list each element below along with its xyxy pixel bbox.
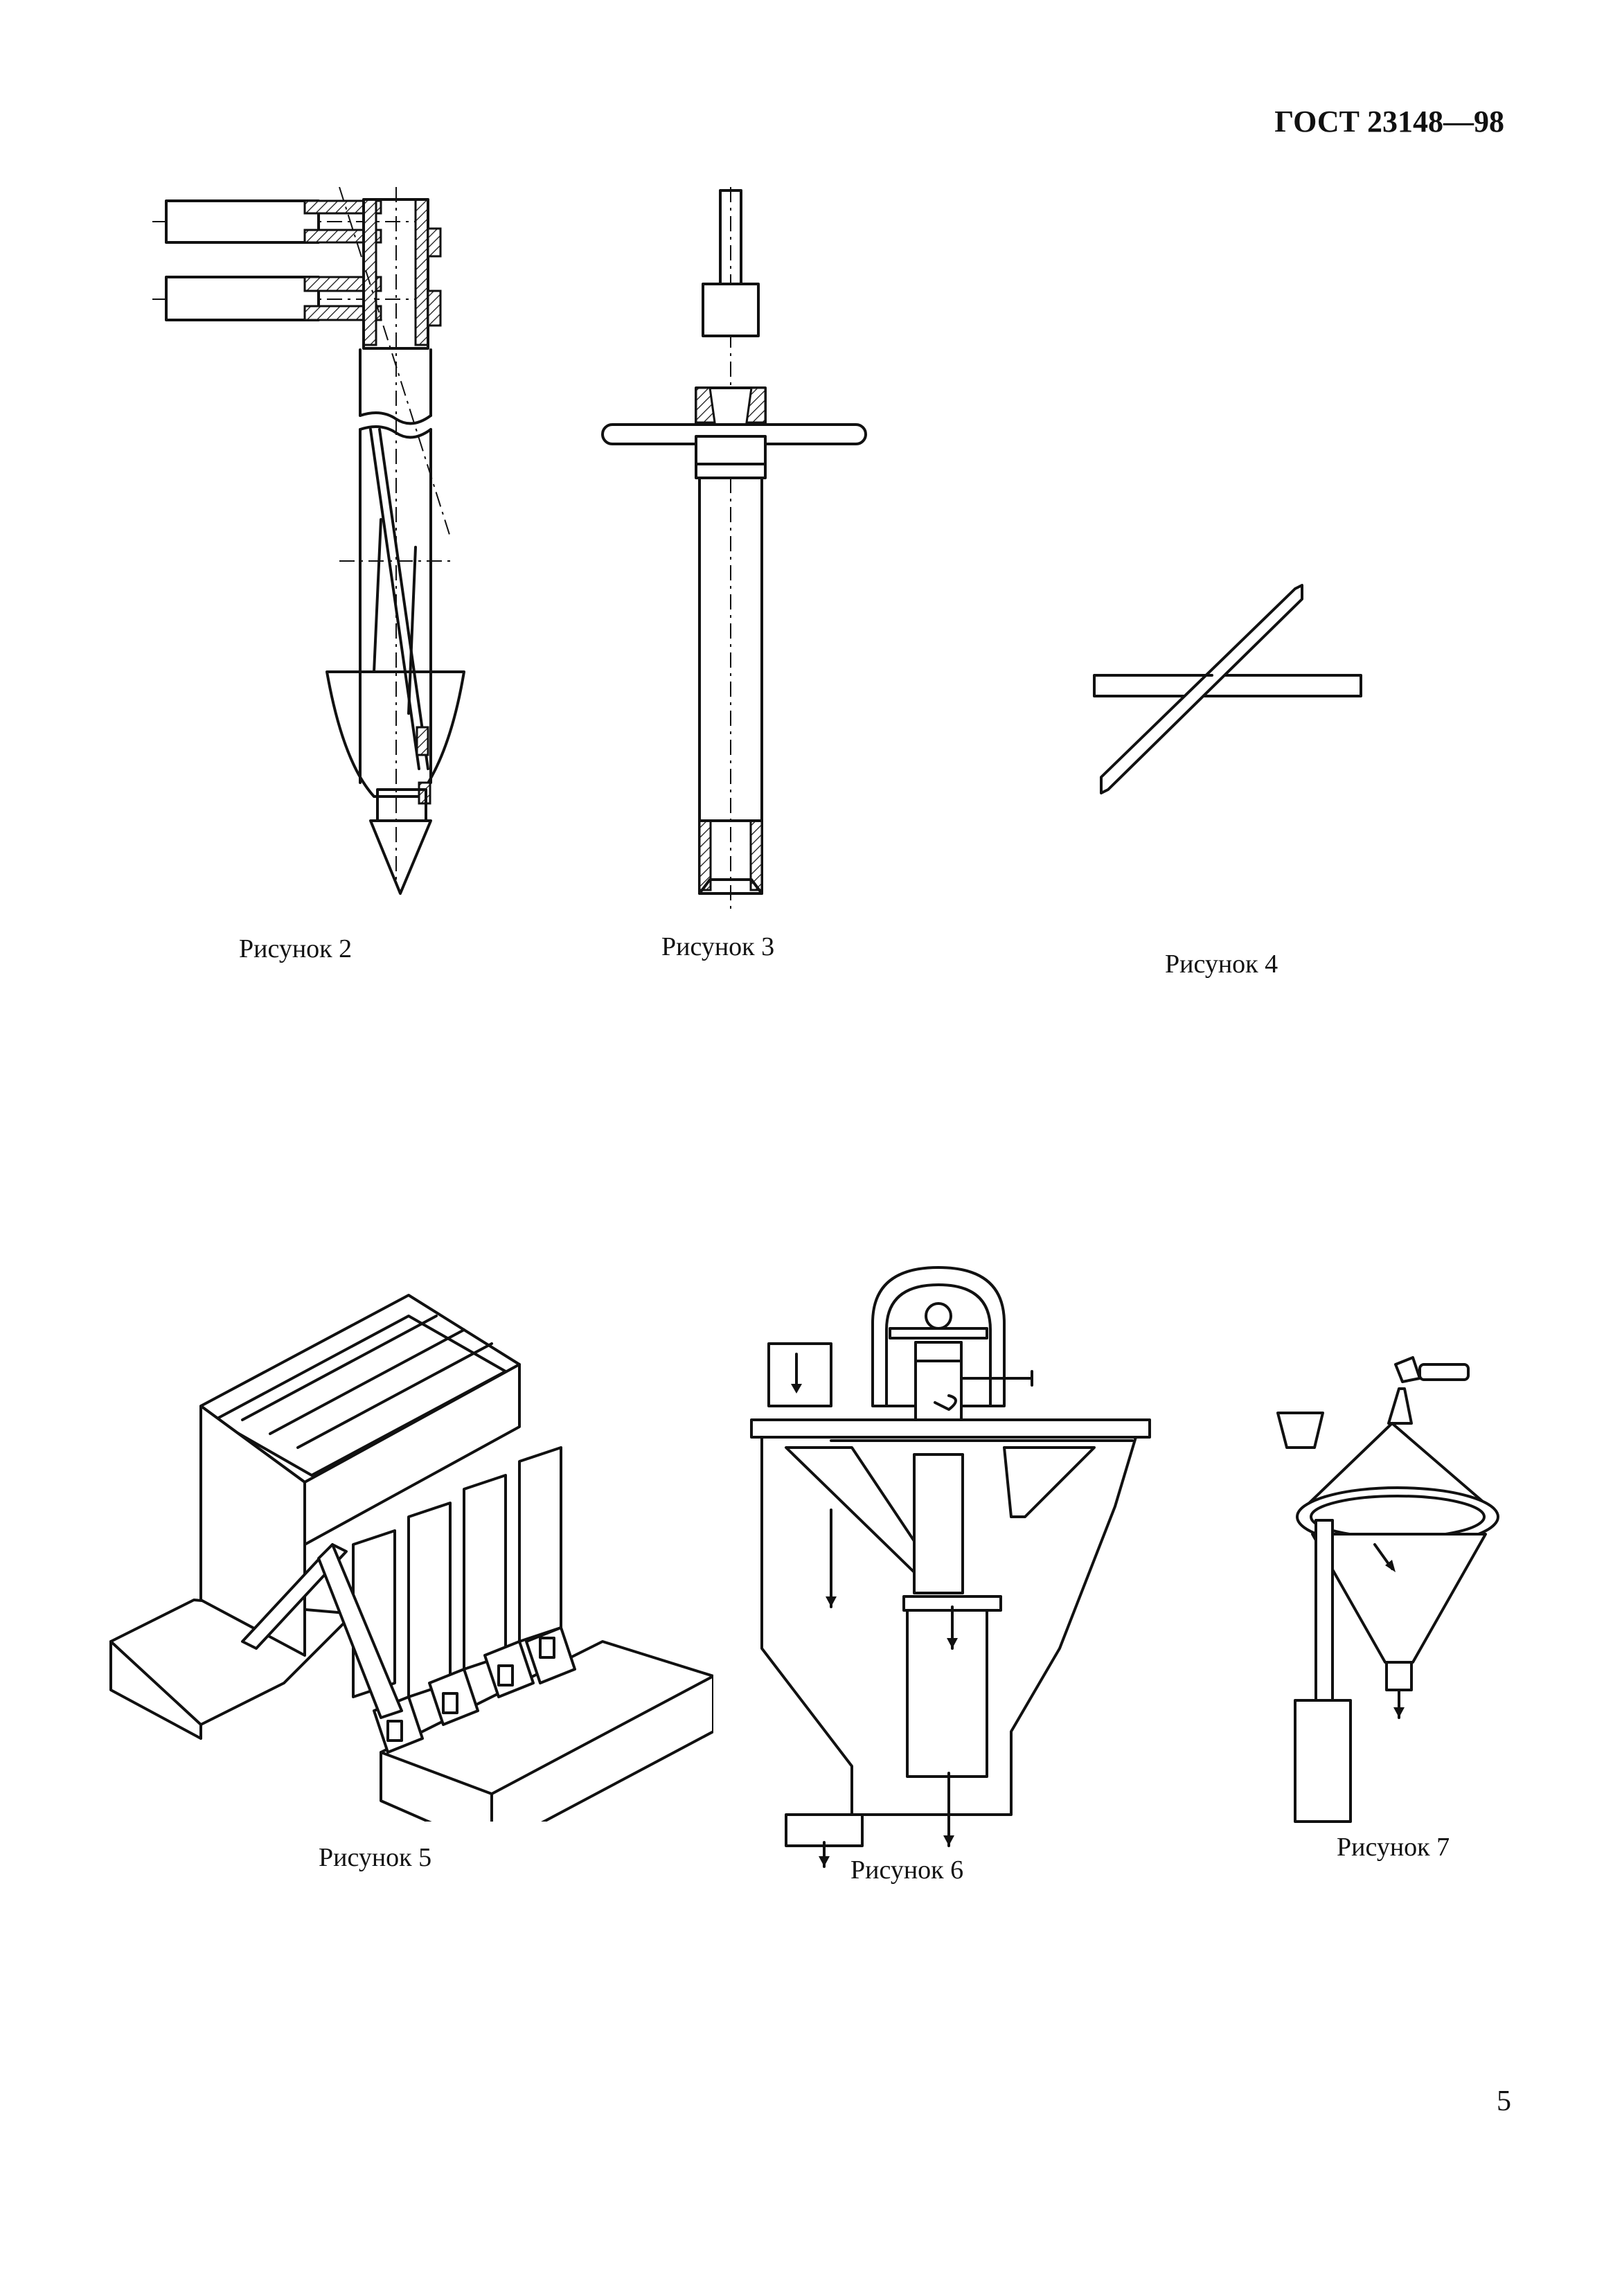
figure-2-drawing: [145, 187, 506, 921]
figure-6-caption: Рисунок 6: [850, 1856, 964, 1885]
figure-5-caption: Рисунок 5: [319, 1843, 432, 1872]
figure-4-caption: Рисунок 4: [1165, 950, 1278, 979]
figure-5-drawing: [104, 1254, 713, 1822]
figure-7-drawing: [1254, 1337, 1531, 1835]
page-number: 5: [1497, 2085, 1511, 2117]
figure-6-drawing: [748, 1247, 1164, 1870]
figure-7-caption: Рисунок 7: [1337, 1833, 1450, 1862]
figure-2-caption: Рисунок 2: [239, 934, 353, 963]
document-code: ГОСТ 23148—98: [1274, 105, 1504, 139]
figure-3-caption: Рисунок 3: [661, 932, 775, 961]
figure-4-drawing: [1080, 568, 1385, 817]
figure-3-drawing: [596, 187, 873, 921]
